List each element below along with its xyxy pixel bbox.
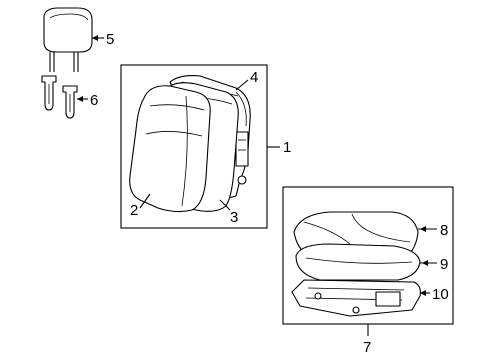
callout-6: 6 (90, 92, 98, 109)
leader-8 (418, 226, 437, 232)
seat-back-pad (129, 85, 211, 213)
callout-4: 4 (250, 69, 258, 86)
headrest-guide-right (62, 85, 78, 119)
leader-4 (235, 79, 249, 91)
headrest-guide-left (41, 75, 57, 111)
leader-6 (77, 96, 88, 102)
callout-2: 2 (130, 202, 138, 219)
leader-3 (219, 199, 231, 211)
seat-cushion-frame (291, 279, 421, 317)
callout-9: 9 (440, 256, 448, 273)
callout-1: 1 (283, 139, 291, 156)
leader-9 (420, 260, 437, 266)
callout-3: 3 (230, 209, 238, 226)
leader-5 (92, 35, 104, 41)
headrest (43, 7, 93, 72)
leader-2 (139, 193, 151, 209)
callout-7: 7 (363, 339, 371, 356)
callout-5: 5 (106, 31, 114, 48)
callout-10: 10 (432, 286, 449, 303)
callout-8: 8 (440, 222, 448, 239)
seat-cushion-pad (295, 243, 421, 281)
leader-10 (420, 290, 430, 296)
